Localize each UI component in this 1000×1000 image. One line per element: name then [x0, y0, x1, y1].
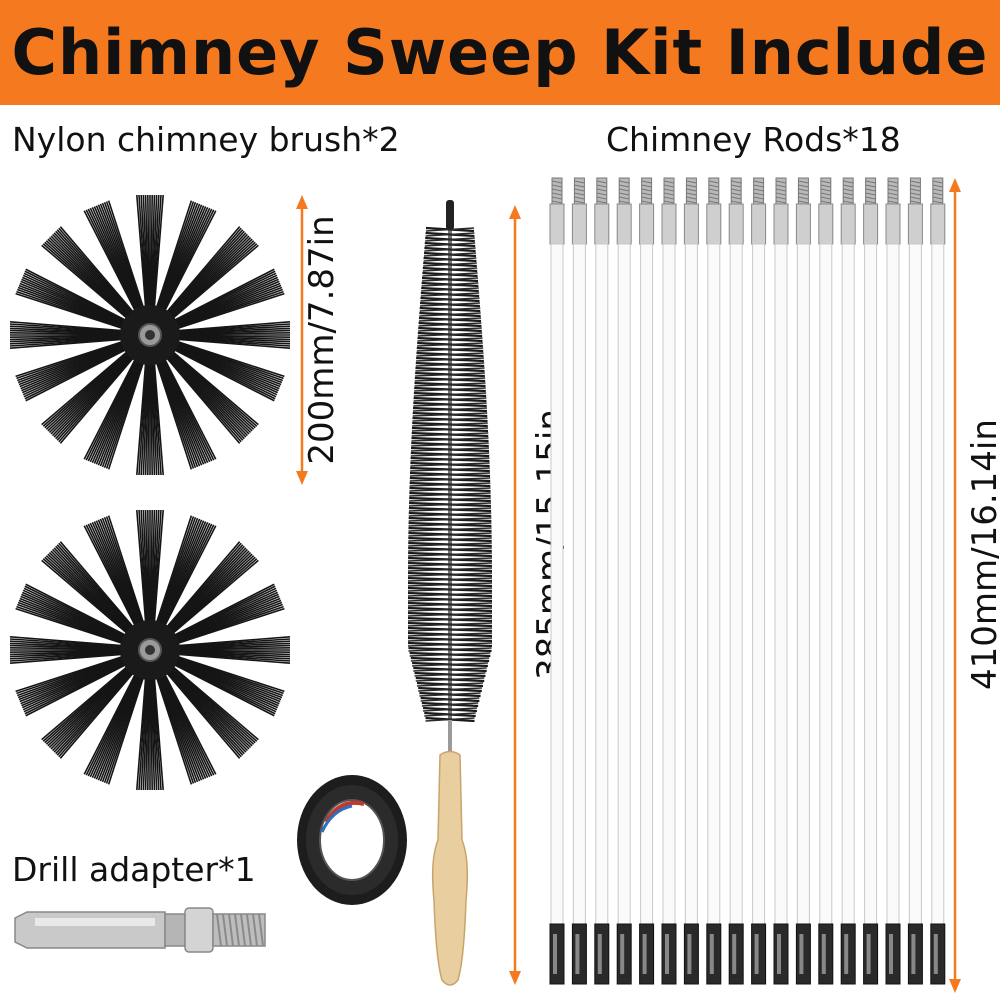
chimney-rod	[549, 177, 565, 985]
chimney-rod	[751, 177, 767, 985]
chimney-rod	[907, 177, 923, 985]
chimney-rod	[818, 177, 834, 985]
chimney-rod	[795, 177, 811, 985]
chimney-rod	[594, 177, 610, 985]
drill-adapter-icon	[14, 907, 266, 953]
chimney-rod	[616, 177, 632, 985]
chimney-rod	[571, 177, 587, 985]
page-title: Chimney Sweep Kit Include	[11, 16, 989, 89]
chimney-rod	[840, 177, 856, 985]
brush-diameter-dimension: 200mm/7.87in	[302, 215, 342, 465]
chimney-rod	[885, 177, 901, 985]
bottle-brush-length-arrow-icon	[509, 205, 521, 985]
chimney-rod	[728, 177, 744, 985]
title-banner	[0, 0, 1000, 105]
chimney-rod	[930, 177, 946, 985]
chimney-rod	[639, 177, 655, 985]
nylon-brush-head-icon	[9, 194, 291, 476]
nylon-brush-head-icon	[9, 509, 291, 791]
chimney-rods-icon	[549, 177, 946, 985]
rod-length-dimension: 410mm/16.14in	[965, 419, 1000, 690]
drill-adapter-label: Drill adapter*1	[12, 850, 256, 889]
brush-size-arrow-icon	[296, 195, 308, 485]
rod-length-arrow-icon	[949, 178, 961, 993]
chimney-rod	[683, 177, 699, 985]
chimney-rod	[706, 177, 722, 985]
chimney-rod	[661, 177, 677, 985]
bottle-brush-icon	[407, 200, 493, 986]
chimney-rod	[863, 177, 879, 985]
chimney-rods-label: Chimney Rods*18	[606, 120, 901, 159]
nylon-brush-label: Nylon chimney brush*2	[12, 120, 400, 159]
electrical-tape-icon	[297, 775, 407, 905]
chimney-rod	[773, 177, 789, 985]
